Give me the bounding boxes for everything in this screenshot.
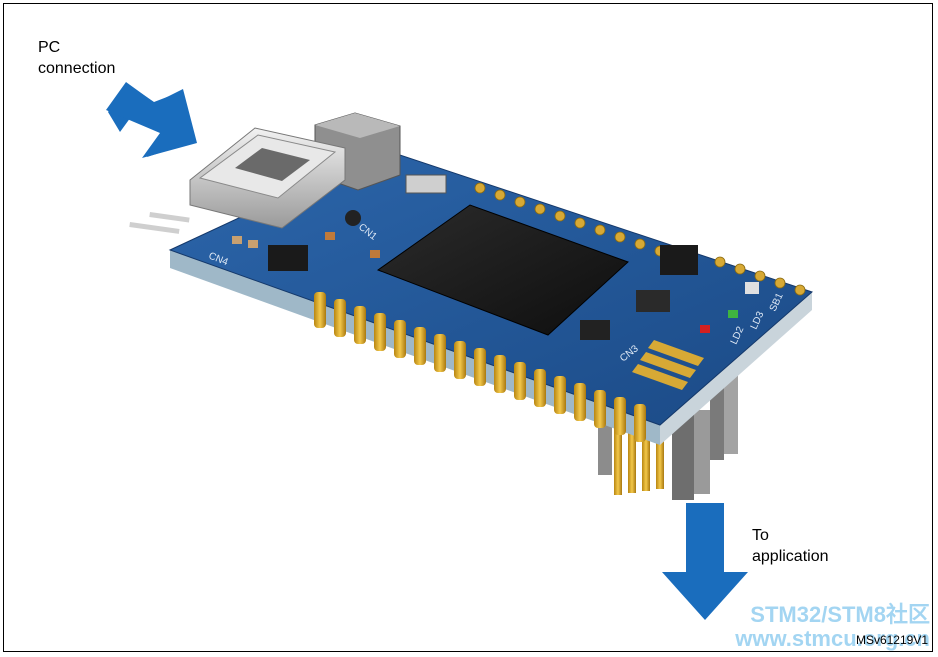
figure-reference-code: MSv61219V1 xyxy=(855,633,928,647)
watermark-line2: www.stmcu.org.cn xyxy=(735,626,930,651)
pc-label-line2: connection xyxy=(38,60,116,77)
pc-connection-label: PC connection xyxy=(38,37,115,79)
watermark-line1: STM32/STM8社区 xyxy=(750,602,930,627)
app-label-line2: application xyxy=(752,548,829,565)
pcb-side-edge-right xyxy=(660,292,812,445)
usb-connector xyxy=(189,127,346,229)
application-label: To application xyxy=(752,525,829,567)
bottom-header-pins xyxy=(598,370,738,500)
pc-connection-arrow-shape xyxy=(106,82,197,158)
front-edge-pins xyxy=(314,292,646,442)
cn3-pads xyxy=(632,340,704,390)
mcu-chip xyxy=(376,204,629,336)
application-arrow xyxy=(662,503,748,620)
left-side-pins xyxy=(129,211,190,234)
pc-label-line1: PC xyxy=(38,39,61,56)
app-label-line1: To xyxy=(752,527,769,544)
smd-components xyxy=(232,174,759,340)
watermark: STM32/STM8社区 www.stmcu.org.cn xyxy=(735,603,930,651)
top-edge-pads xyxy=(474,182,806,296)
swd-connector-top xyxy=(315,113,400,138)
